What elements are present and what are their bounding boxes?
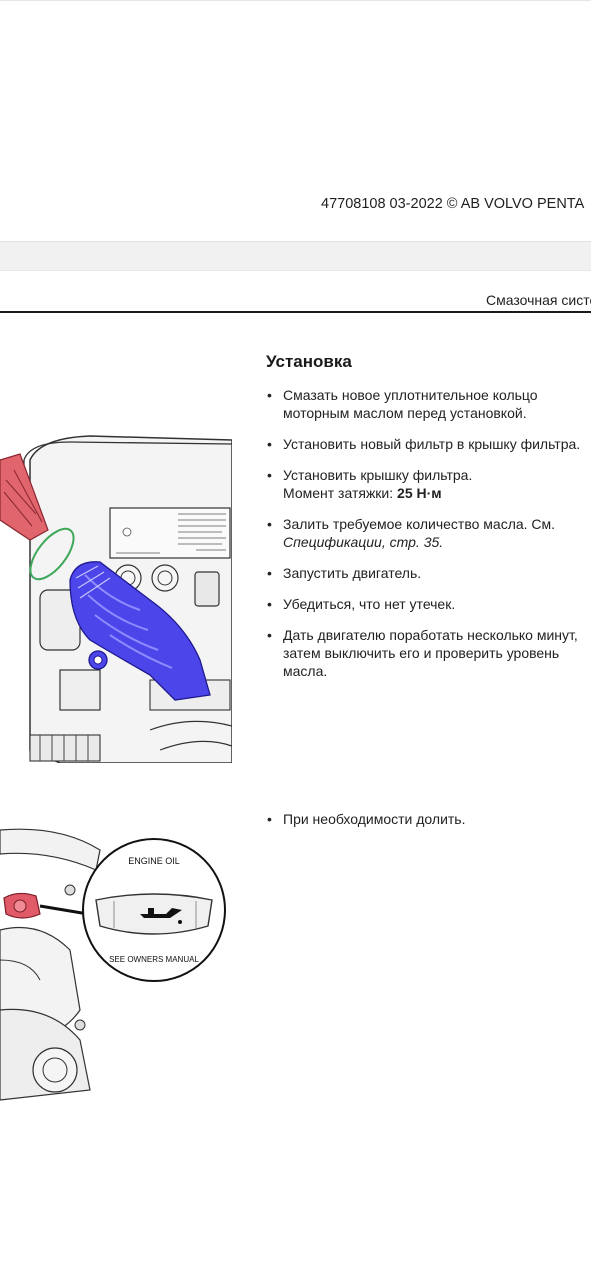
o-ring [29, 527, 75, 581]
list-item: Смазать новое уплотнительное кольцо мото… [266, 386, 591, 422]
list-item: Убедиться, что нет утечек. [266, 595, 591, 613]
list-item: Залить требуемое количество масла. См. С… [266, 515, 591, 551]
list-item: Дать двигателю поработать несколько мину… [266, 626, 591, 680]
section-header: Смазочная система [486, 292, 591, 308]
installation-section: Установка Смазать новое уплотнительное к… [266, 352, 591, 693]
document-code: 47708108 03-2022 © AB VOLVO PENTA [321, 196, 585, 212]
top-rule [0, 0, 591, 1]
list-item: При необходимости долить. [266, 810, 591, 828]
cap-text-top: ENGINE OIL [128, 856, 180, 866]
oil-cap-marker [3, 892, 41, 919]
section-title: Установка [266, 352, 352, 371]
list-item: Установить новый фильтр в крышку фильтра… [266, 435, 591, 453]
header-rule [0, 311, 591, 313]
installation-steps: Смазать новое уплотнительное кольцо мото… [266, 386, 591, 680]
torque-value: 25 Н·м [397, 485, 442, 501]
oil-filter-housing [69, 561, 211, 701]
oil-filter-illustration [0, 435, 232, 763]
page-separator [0, 241, 591, 271]
oil-can-icon [140, 908, 182, 924]
topup-steps: При необходимости долить. [266, 810, 591, 828]
oil-cap-illustration: ENGINE OIL SEE OWNERS MANUAL [0, 828, 226, 1101]
specifications-reference[interactable]: Спецификации, стр. 35. [283, 534, 444, 550]
cap-text-bottom: SEE OWNERS MANUAL [109, 955, 199, 964]
filter-wrench-tool [0, 453, 49, 541]
list-item: Запустить двигатель. [266, 564, 591, 582]
list-item: Установить крышку фильтра. Момент затяжк… [266, 466, 591, 502]
topup-section: При необходимости долить. [266, 810, 591, 841]
